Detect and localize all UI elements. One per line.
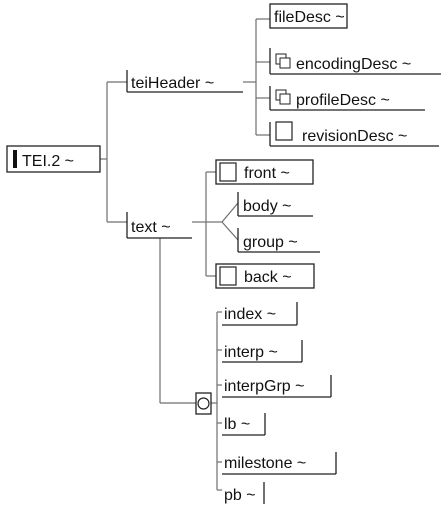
node-profiledesc-label: profileDesc ~ xyxy=(296,92,390,109)
node-revisiondesc[interactable]: revisionDesc ~ xyxy=(269,121,439,147)
node-text-label: text ~ xyxy=(131,219,171,236)
collapsed-node-icon xyxy=(275,53,291,69)
node-front-label: front ~ xyxy=(244,165,290,182)
node-milestone[interactable]: milestone ~ xyxy=(222,452,337,475)
node-text[interactable]: text ~ xyxy=(126,212,192,239)
node-pb[interactable]: pb ~ xyxy=(224,482,265,504)
node-tei2[interactable]: TEI.2 ~ xyxy=(6,145,101,173)
node-tei2-label: TEI.2 ~ xyxy=(22,153,74,170)
node-group[interactable]: group ~ xyxy=(237,228,320,253)
node-interp[interactable]: interp ~ xyxy=(222,340,303,363)
node-interpgrp-label: interpGrp ~ xyxy=(224,378,304,395)
node-group-label: group ~ xyxy=(243,234,298,251)
node-pb-label: pb ~ xyxy=(224,487,256,504)
empty-node-icon xyxy=(275,121,293,141)
node-teiheader-label: teiHeader ~ xyxy=(131,75,214,92)
node-teiheader[interactable]: teiHeader ~ xyxy=(126,70,243,93)
connectors xyxy=(100,18,270,491)
repeatable-choice-icon xyxy=(195,392,212,415)
node-encodingdesc[interactable]: encodingDesc ~ xyxy=(269,48,441,75)
node-back-label: back ~ xyxy=(244,269,292,286)
node-revisiondesc-label: revisionDesc ~ xyxy=(302,128,407,145)
empty-node-icon xyxy=(219,162,237,182)
node-lb[interactable]: lb ~ xyxy=(222,413,266,436)
node-interp-label: interp ~ xyxy=(224,344,278,361)
node-milestone-label: milestone ~ xyxy=(224,455,306,472)
collapsed-node-icon xyxy=(275,89,291,105)
node-filedesc[interactable]: fileDesc ~ xyxy=(269,3,348,29)
node-body[interactable]: body ~ xyxy=(237,192,313,217)
node-encodingdesc-label: encodingDesc ~ xyxy=(296,56,411,73)
node-filedesc-label: fileDesc ~ xyxy=(274,9,345,26)
node-front[interactable]: front ~ xyxy=(215,159,314,185)
node-interpgrp[interactable]: interpGrp ~ xyxy=(222,375,332,398)
branch-body xyxy=(221,202,239,223)
node-back[interactable]: back ~ xyxy=(215,263,315,289)
branch-group xyxy=(221,221,239,241)
node-body-label: body ~ xyxy=(243,198,291,215)
node-lb-label: lb ~ xyxy=(224,416,250,433)
node-profiledesc[interactable]: profileDesc ~ xyxy=(269,86,425,111)
node-index[interactable]: index ~ xyxy=(222,302,298,326)
root-marker-icon xyxy=(13,150,17,168)
node-index-label: index ~ xyxy=(224,306,276,323)
empty-node-icon xyxy=(219,266,237,286)
